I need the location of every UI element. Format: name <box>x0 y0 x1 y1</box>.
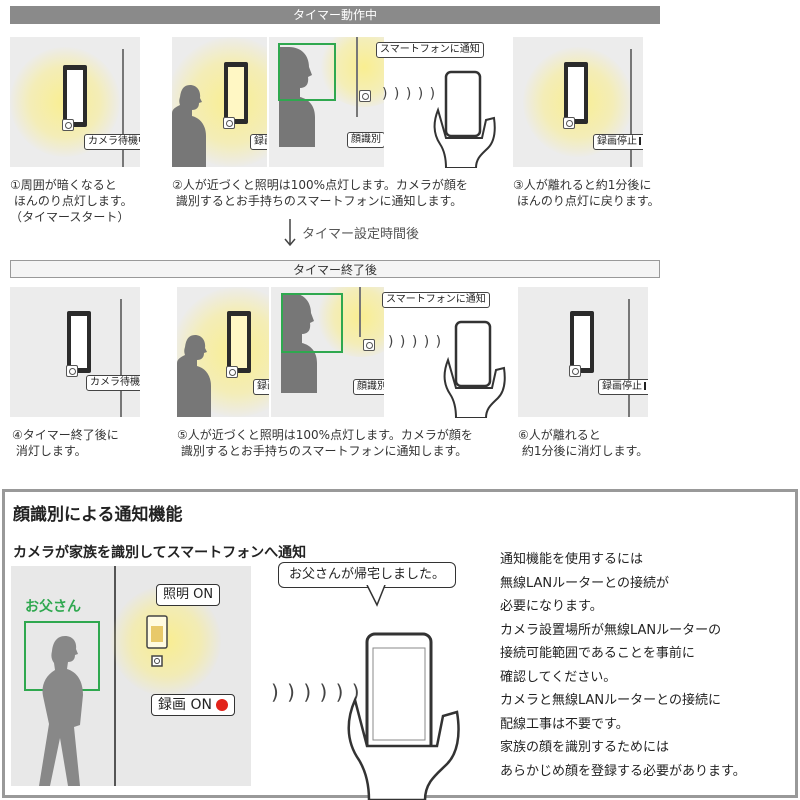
notice-text: 通知機能を使用するには 無線LANルーターとの接続が 必要になります。 カメラ設… <box>500 552 746 779</box>
wall-light-icon <box>227 311 251 373</box>
panel-step4: カメラ待機中 <box>10 287 140 417</box>
panel-step3: 録画停止 <box>513 37 643 167</box>
camera-standby-label: カメラ待機中 <box>86 375 140 391</box>
rec-on-label: 録画 ON <box>151 694 235 716</box>
person-silhouette-icon <box>177 335 211 417</box>
smartphone-notify-label: スマートフォンに通知 <box>382 292 490 308</box>
caption-step1: ①周囲が暗くなると ほんのり点灯します。 （タイマースタート） <box>10 178 133 224</box>
panel-step2-right: 顔識別 <box>269 37 384 167</box>
smartphone-hand-icon <box>443 320 506 418</box>
face-profile-icon <box>281 293 317 393</box>
wall-light-icon <box>224 62 248 124</box>
camera-icon <box>223 117 235 129</box>
door-frame <box>120 299 122 417</box>
caption-step4: ④タイマー終了後に 消灯します。 <box>12 428 119 458</box>
door-frame <box>630 49 632 167</box>
rec-stop-text: 録画停止 <box>602 381 642 392</box>
smartphone-hand-icon <box>433 70 496 168</box>
panel-step5-right: 顔識別 <box>271 287 384 417</box>
face-profile-icon <box>279 47 315 147</box>
smartphone-notify-label: スマートフォンに通知 <box>376 42 484 58</box>
door-frame <box>359 287 361 337</box>
door-frame <box>356 37 358 117</box>
caption-step2: ②人が近づくと照明は100%点灯します。カメラが顔を 識別するとお手持ちのスマー… <box>172 178 468 208</box>
rec-stop-text: 録画停止 <box>597 136 637 147</box>
walking-person-icon <box>39 636 83 786</box>
entrance-scene: お父さん 照明 ON 録画 ON <box>11 566 251 786</box>
timer-elapsed-label: タイマー設定時間後 <box>302 227 420 242</box>
camera-icon <box>563 117 575 129</box>
face-notification-section: 顔識別による通知機能 カメラが家族を識別してスマートフォンへ通知 お父さん 照明… <box>2 489 798 800</box>
caption-step5: ⑤人が近づくと照明は100%点灯します。カメラが顔を 識別するとお手持ちのスマー… <box>177 428 473 458</box>
signal-waves-icon: ) ) ) ) ) <box>388 334 443 350</box>
face-detection-box-icon <box>281 293 343 353</box>
section-subtitle: カメラが家族を識別してスマートフォンへ通知 <box>13 545 307 561</box>
wall-light-camera-icon <box>146 615 168 667</box>
person-silhouette-icon <box>172 85 206 167</box>
camera-icon <box>62 119 74 131</box>
door-frame <box>122 49 124 167</box>
caption-step3: ③人が離れると約1分後に ほんのり点灯に戻ります。 <box>513 178 660 208</box>
section-title: 顔識別による通知機能 <box>13 505 183 525</box>
panel-step6: 録画停止 <box>518 287 648 417</box>
pause-icon <box>639 137 643 145</box>
camera-icon <box>569 365 581 377</box>
wall-light-icon <box>67 311 91 373</box>
door-frame <box>114 566 116 786</box>
timer-running-banner: タイマー動作中 <box>10 6 660 24</box>
notification-message-bubble: お父さんが帰宅しました。 <box>278 562 457 588</box>
rec-on-text: 録画 ON <box>158 697 212 713</box>
speech-tail-icon <box>366 585 386 607</box>
timer-ended-banner: タイマー終了後 <box>10 260 660 278</box>
rec-stop-label: 録画停止 <box>598 379 648 395</box>
pause-icon <box>644 382 648 390</box>
wall-light-icon <box>63 65 87 127</box>
wall-light-icon <box>564 62 588 124</box>
rec-stop-label: 録画停止 <box>593 134 643 150</box>
signal-waves-icon: ) ) ) ) ) <box>382 86 437 102</box>
rec-dot-icon <box>215 699 228 711</box>
face-id-label: 顔識別 <box>353 379 384 395</box>
smartphone-hand-icon <box>347 632 460 800</box>
face-id-label: 顔識別 <box>347 132 384 148</box>
caption-step6: ⑥人が離れると 約1分後に消灯します。 <box>518 428 649 458</box>
camera-standby-label: カメラ待機中 <box>84 134 140 150</box>
face-detection-box-icon <box>278 43 336 101</box>
wall-light-icon <box>570 311 594 373</box>
light-on-label: 照明 ON <box>156 584 221 606</box>
camera-icon <box>226 366 238 378</box>
father-label: お父さん <box>25 599 81 615</box>
panel-step1: カメラ待機中 <box>10 37 140 167</box>
camera-icon <box>66 365 78 377</box>
arrow-down-icon <box>284 219 296 247</box>
signal-waves-icon: ) ) ) ) ) ) <box>271 680 361 704</box>
camera-icon <box>359 90 371 102</box>
camera-icon <box>363 339 375 351</box>
door-frame <box>628 299 630 417</box>
